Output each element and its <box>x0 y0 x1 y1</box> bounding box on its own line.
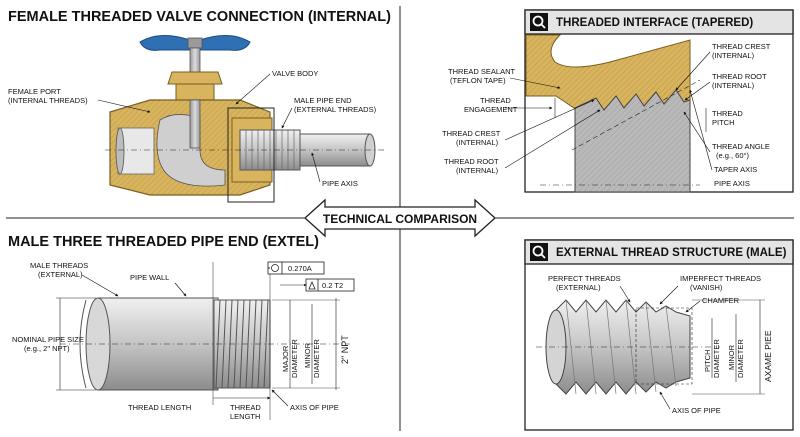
thread-length-left-label: THREAD LENGTH <box>128 403 191 412</box>
thread-root-right-label: THREAD ROOT <box>712 72 767 81</box>
male-threads-sub: (EXTERNAL) <box>38 270 83 279</box>
male-pipe-end-sub: (EXTERNAL THREADS) <box>294 105 377 114</box>
male-pipe-end-label: MALE PIPE END <box>294 96 352 105</box>
q2-labels: THREAD SEALANT (TEFLON TAPE) THREAD ENGA… <box>442 42 771 188</box>
q4-minor-diameter-sub: DIAMETER <box>736 339 745 378</box>
q4-title: EXTERNAL THREAD STRUCTURE (MALE) <box>556 247 787 259</box>
female-port-label: FEMALE PORT <box>8 87 61 96</box>
tolerance-2: 0.2 T2 <box>322 281 343 290</box>
thread-pitch-sub: PITCH <box>712 118 735 127</box>
thread-sealant-sub: (TEFLON TAPE) <box>450 76 506 85</box>
valve-illustration <box>105 35 385 203</box>
chamfer-label: CHAMFER <box>702 296 740 305</box>
imperfect-threads-label: IMPERFECT THREADS <box>680 274 761 283</box>
thread-crest-right-sub: (INTERNAL) <box>712 51 755 60</box>
thread-length-sub: LENGTH <box>230 412 260 421</box>
thread-sealant-label: THREAD SEALANT <box>448 67 516 76</box>
major-diameter-sub: DIAMETER <box>290 339 299 378</box>
npt-label: 2" NPT <box>340 335 350 364</box>
imperfect-threads-sub: (VANISH) <box>690 283 723 292</box>
minor-diameter-sub: DIAMETER <box>312 339 321 378</box>
thread-crest-left-label: THREAD CREST <box>442 129 501 138</box>
thread-angle-sub: (e.g., 60°) <box>716 151 750 160</box>
pipe-axis-label: PIPE AXIS <box>322 179 358 188</box>
perfect-threads-sub: (EXTERNAL) <box>556 283 601 292</box>
pitch-diameter-sub: DIAMETER <box>712 339 721 378</box>
minor-diameter-label: MINOR <box>303 342 312 368</box>
nominal-size-sub: (e.g., 2" NPT) <box>24 344 70 353</box>
magnifier-icon <box>532 15 546 29</box>
q4-axis-of-pipe-label: AXIS OF PIPE <box>672 406 721 415</box>
pitch-diameter-label: PITCH <box>703 350 712 373</box>
q3-labels: MALE THREADS (EXTERNAL) PIPE WALL 0.27‌0… <box>12 261 350 421</box>
q2-pipe-axis-label: PIPE AXIS <box>714 179 750 188</box>
magnifier-icon <box>532 245 546 259</box>
thread-crest-left-sub: (INTERNAL) <box>456 138 499 147</box>
q2-title: THREADED INTERFACE (TAPERED) <box>556 17 753 29</box>
axame-piee-label: AXAME PIEE <box>763 330 773 382</box>
axis-of-pipe-label: AXIS OF PIPE <box>290 403 339 412</box>
nominal-size-label: NOMINAL PIPE SIZE <box>12 335 84 344</box>
thread-root-right-sub: (INTERNAL) <box>712 81 755 90</box>
male-threads-label: MALE THREADS <box>30 261 88 270</box>
q4-minor-diameter-label: MINOR <box>727 344 736 370</box>
pipe-wall-label: PIPE WALL <box>130 273 169 282</box>
q3-title: MALE THREE THREADED PIPE END (EXTEL) <box>8 234 319 250</box>
thread-engagement-label: THREAD <box>480 96 511 105</box>
tolerance-1: 0.27‌0A <box>288 264 312 273</box>
male-pipe-illustration <box>56 261 355 420</box>
major-diameter-label: MAJOR <box>281 345 290 372</box>
q1-title: FEMALE THREADED VALVE CONNECTION (INTERN… <box>8 9 391 25</box>
external-thread-panel <box>524 239 794 431</box>
taper-axis-label: TAPER AXIS <box>714 165 757 174</box>
perfect-threads-label: PERFECT THREADS <box>548 274 621 283</box>
thread-length-label: THREAD <box>230 403 261 412</box>
thread-root-left-label: THREAD ROOT <box>444 157 499 166</box>
technical-comparison-arrow: TECHNICAL COMPARISON <box>304 198 496 238</box>
female-port-sub: (INTERNAL THREADS) <box>8 96 88 105</box>
threaded-interface-panel <box>524 9 794 193</box>
thread-pitch-label: THREAD <box>712 109 743 118</box>
valve-body-label: VALVE BODY <box>272 69 318 78</box>
thread-engagement-sub: ENGAGEMENT <box>464 105 518 114</box>
thread-root-left-sub: (INTERNAL) <box>456 166 499 175</box>
thread-angle-label: THREAD ANGLE <box>712 142 770 151</box>
technical-comparison-label: TECHNICAL COMPARISON <box>323 212 477 226</box>
thread-crest-right-label: THREAD CREST <box>712 42 771 51</box>
q4-labels: PERFECT THREADS (EXTERNAL) IMPERFECT THR… <box>548 274 773 415</box>
q1-labels: FEMALE PORT (INTERNAL THREADS) VALVE BOD… <box>8 69 377 188</box>
